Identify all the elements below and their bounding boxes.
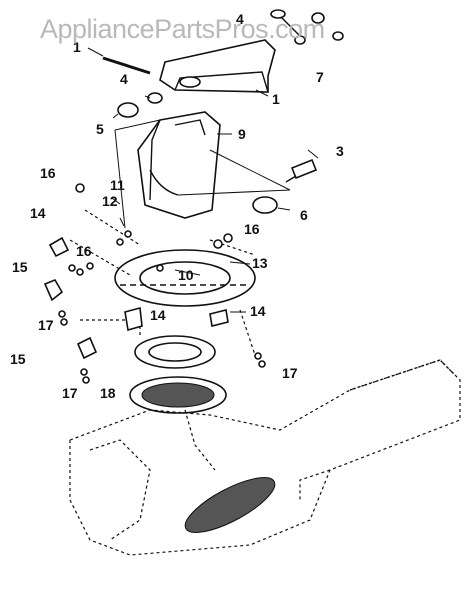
callout-12: 12 (102, 193, 118, 209)
callout-16-mid: 16 (76, 243, 92, 259)
callout-14-mid: 14 (150, 307, 166, 323)
washer-part (147, 92, 163, 104)
callout-14-left: 14 (30, 205, 46, 221)
clip-parts (43, 236, 229, 360)
chute-deflector-part (159, 39, 276, 93)
callout-5: 5 (96, 121, 104, 137)
callout-16-top: 16 (40, 165, 56, 181)
knob-part (117, 102, 139, 118)
center-bolt-part (156, 264, 164, 272)
callout-14-right: 14 (250, 303, 266, 319)
callout-17-top: 17 (38, 317, 54, 333)
callout-11: 11 (110, 177, 125, 193)
callout-7: 7 (316, 69, 324, 85)
small-hardware (58, 183, 266, 384)
callout-10: 10 (178, 267, 194, 283)
callout-4-top: 4 (236, 11, 244, 27)
pin-part (102, 56, 151, 75)
callout-3: 3 (336, 143, 344, 159)
callout-leaders (87, 47, 319, 313)
callout-2: 1 (73, 39, 81, 55)
callout-6: 6 (300, 207, 308, 223)
callout-4: 4 (120, 71, 128, 87)
callout-13: 13 (252, 255, 268, 271)
right-knob-parts (252, 158, 318, 214)
chute-part (137, 111, 221, 219)
callout-9: 9 (238, 126, 246, 142)
watermark-text: AppliancePartsPros.com (40, 14, 325, 44)
callout-15-top: 15 (12, 259, 28, 275)
callout-18: 18 (100, 385, 116, 401)
blower-housing (69, 359, 461, 556)
callout-1: 1 (272, 91, 280, 107)
callout-labels: 1 4 7 1 4 5 9 3 6 16 11 12 14 16 16 15 1… (10, 11, 344, 401)
callout-17-bottom: 17 (62, 385, 78, 401)
gasket-part (134, 335, 216, 369)
callout-16-right: 16 (244, 221, 260, 237)
callout-15-bottom: 15 (10, 351, 26, 367)
callout-17-right: 17 (282, 365, 298, 381)
top-bolt-parts (270, 9, 344, 45)
